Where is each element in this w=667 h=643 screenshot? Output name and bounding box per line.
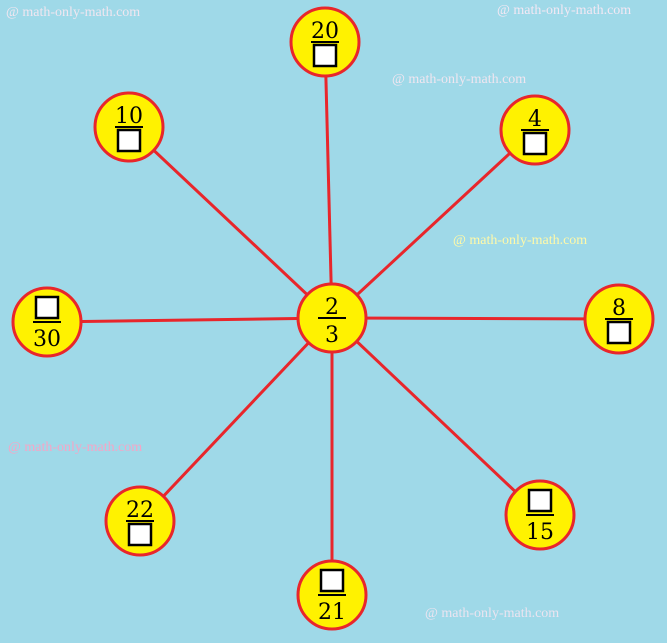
node-lower-left-denominator-answer-box[interactable] [127, 522, 153, 547]
node-upper-left-denominator-answer-box[interactable] [116, 128, 142, 153]
watermark-upper-middle: @ math-only-math.com [392, 72, 527, 87]
watermark-top-right: @ math-only-math.com [497, 3, 632, 18]
node-lower-right-denominator: 15 [526, 520, 554, 545]
watermark-top-left: @ math-only-math.com [6, 5, 141, 20]
node-right-denominator-answer-box[interactable] [606, 320, 632, 345]
watermark-middle-left: @ math-only-math.com [8, 440, 143, 455]
node-top: 20 [289, 6, 361, 78]
node-lower-right-numerator-answer-box[interactable] [527, 488, 553, 513]
node-upper-right: 4 [499, 94, 571, 166]
node-top-numerator: 20 [311, 19, 339, 44]
node-lower-left-numerator: 22 [126, 498, 154, 523]
node-upper-left: 10 [93, 91, 165, 163]
node-bottom: 21 [296, 559, 368, 631]
node-lower-right: 15 [504, 479, 576, 551]
node-bottom-numerator-answer-box[interactable] [319, 568, 345, 593]
spoke-right [331, 316, 620, 321]
spoke-lower-left [138, 316, 334, 523]
spoke-left [46, 316, 333, 324]
node-center-numerator: 2 [325, 295, 339, 320]
spoke-upper-left [127, 125, 334, 320]
node-top-denominator-answer-box[interactable] [312, 43, 338, 68]
node-bottom-denominator: 21 [318, 600, 346, 625]
watermark-middle-right: @ math-only-math.com [453, 233, 588, 248]
watermark-bottom-right: @ math-only-math.com [425, 606, 560, 621]
node-left-denominator: 30 [33, 327, 61, 352]
node-center: 23 [296, 282, 368, 354]
spoke-top [323, 41, 334, 319]
node-upper-right-numerator: 4 [528, 107, 542, 132]
spoke-lower-right [330, 316, 542, 517]
node-upper-right-denominator-answer-box[interactable] [522, 131, 548, 156]
node-left: 30 [11, 286, 83, 358]
node-left-numerator-answer-box[interactable] [34, 295, 60, 320]
node-right-numerator: 8 [612, 296, 626, 321]
node-lower-left: 22 [104, 485, 176, 557]
spokes [46, 41, 620, 595]
node-upper-left-numerator: 10 [115, 104, 143, 129]
node-right: 8 [583, 283, 655, 355]
node-center-denominator: 3 [325, 323, 339, 348]
spoke-upper-right [330, 128, 537, 320]
